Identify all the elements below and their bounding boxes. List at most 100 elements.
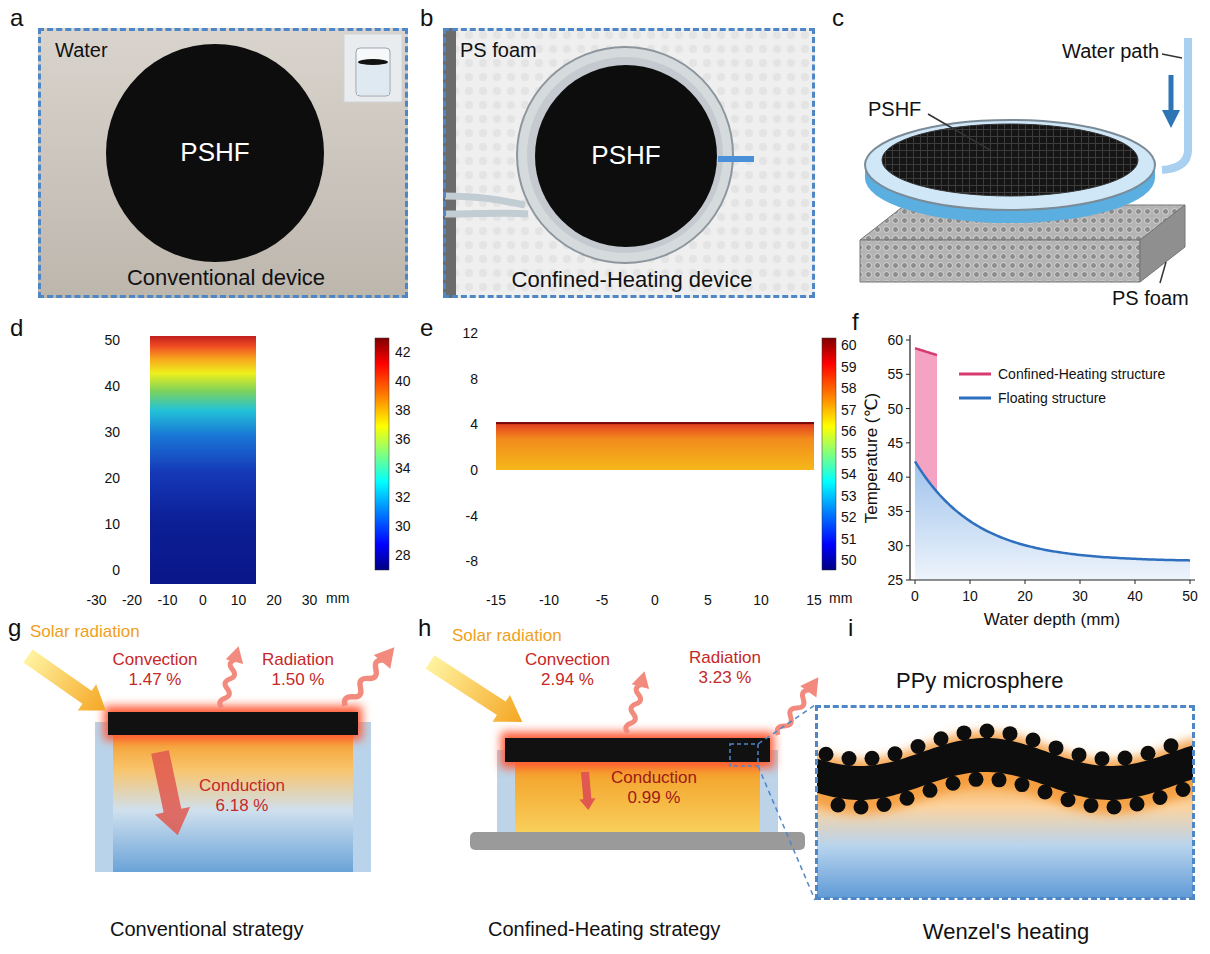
tick-mark xyxy=(1025,580,1026,584)
colorbar-label: 60 xyxy=(841,337,857,353)
flux-label: Convection 2.94 % xyxy=(520,650,615,689)
panel-caption: Confined-Heating device xyxy=(512,267,753,292)
ppy-microsphere xyxy=(1095,751,1110,766)
tick-mark xyxy=(906,442,910,443)
panel-caption: Conventional device xyxy=(127,265,325,290)
radiation-arrow xyxy=(342,657,387,708)
panel-note: Water xyxy=(55,39,108,62)
radiation-arrow xyxy=(374,640,403,669)
photo-conventional xyxy=(38,28,408,298)
convection-arrow xyxy=(213,644,247,710)
ppy-microsphere xyxy=(1026,732,1041,747)
solar-arrow xyxy=(19,643,115,724)
zoom-frame: PPy microsphereWenzel's heating xyxy=(815,705,1195,900)
solar-arrow xyxy=(421,649,531,736)
temperature-chart xyxy=(906,335,1195,584)
absorber-disk: PSHF xyxy=(105,43,325,263)
photo-conventional xyxy=(356,48,390,96)
conventional-strategy-sketch xyxy=(113,735,353,872)
legend-item: Floating structure xyxy=(958,390,1106,406)
tick-label: 60 xyxy=(887,332,903,348)
panel-letter: d xyxy=(10,314,23,342)
device-schematic xyxy=(1162,110,1180,128)
colorbar-label: 36 xyxy=(395,431,411,447)
colorbar-label: 54 xyxy=(841,466,857,482)
part-label: PS foam xyxy=(1112,287,1189,310)
photo-confined xyxy=(443,28,815,298)
ppy-microsphere xyxy=(969,772,984,787)
tick-label: 45 xyxy=(887,435,903,451)
photo-confined xyxy=(517,47,733,263)
tick-label: -20 xyxy=(122,592,142,608)
tick-mark xyxy=(1135,580,1136,584)
zoom-line xyxy=(758,766,815,900)
ppy-microsphere xyxy=(923,783,938,798)
convection-arrow xyxy=(226,644,248,664)
flux-label: Radiation 1.50 % xyxy=(256,650,340,689)
panel-letter: i xyxy=(848,614,853,642)
colorbar-label: 42 xyxy=(395,344,411,360)
tick-label: 30 xyxy=(104,424,120,440)
tick-label: 20 xyxy=(104,470,120,486)
confined-curve xyxy=(915,348,937,355)
tick-mark xyxy=(906,511,910,512)
colorbar-label: 55 xyxy=(841,444,857,460)
part-label: PSHF xyxy=(868,98,921,121)
tick-label: 40 xyxy=(1127,588,1143,604)
device-schematic xyxy=(1162,38,1188,170)
ppy-microsphere xyxy=(1084,798,1099,813)
photo-confined xyxy=(443,28,815,298)
tick-label: -10 xyxy=(539,592,559,608)
flux-label: Conduction 6.18 % xyxy=(192,776,292,815)
ppy-microsphere xyxy=(1164,738,1179,753)
ppy-microsphere xyxy=(1072,747,1087,762)
flux-label: Conduction 0.99 % xyxy=(604,768,704,807)
tick-mark xyxy=(1080,580,1081,584)
colorbar-label: 30 xyxy=(395,518,411,534)
tick-label: 10 xyxy=(962,588,978,604)
flux-label: Convection 1.47 % xyxy=(110,650,200,689)
tick-mark xyxy=(906,477,910,478)
tick-label: 25 xyxy=(887,572,903,588)
conduction-arrow xyxy=(577,771,596,811)
panel-letter: f xyxy=(852,308,859,336)
confined-strategy-sketch xyxy=(470,832,805,850)
colorbar-label: 56 xyxy=(841,423,857,439)
panel-letter: h xyxy=(418,614,431,642)
conduction-arrow xyxy=(142,748,195,839)
tick-label: 10 xyxy=(231,592,247,608)
wenzel-heating-sketch xyxy=(817,707,1193,898)
panel-letter: a xyxy=(10,4,23,32)
tick-mark xyxy=(1190,580,1191,584)
solar-arrow xyxy=(421,649,531,736)
tick-label: 10 xyxy=(753,592,769,608)
conduction-arrow xyxy=(577,771,596,811)
legend-text: Floating structure xyxy=(998,390,1106,406)
tick-label: -5 xyxy=(596,592,608,608)
colorbar-label: 52 xyxy=(841,509,857,525)
ppy-microsphere xyxy=(842,751,857,766)
ppy-microsphere xyxy=(1049,740,1064,755)
legend-line-sample xyxy=(958,393,992,403)
panel-caption: Conventional strategy xyxy=(110,918,303,941)
disk-fill xyxy=(106,44,324,262)
ppy-microsphere xyxy=(854,799,869,814)
legend-text: Confined-Heating structure xyxy=(998,366,1165,382)
tick-label: 0 xyxy=(112,562,120,578)
ppy-microsphere xyxy=(819,747,834,762)
heat-map-confined xyxy=(496,422,814,470)
photo-conventional xyxy=(344,34,402,102)
tick-label: 20 xyxy=(1017,588,1033,604)
panel-letter: c xyxy=(832,4,844,32)
tick-label: 0 xyxy=(470,462,478,478)
panel-caption: Wenzel's heating xyxy=(923,919,1089,944)
leader-line xyxy=(1162,54,1182,58)
unit-label: mm xyxy=(326,590,349,606)
panel-letter: b xyxy=(420,4,433,32)
tick-mark xyxy=(906,545,910,546)
tick-label: 12 xyxy=(462,325,478,341)
convection-arrow xyxy=(625,684,645,734)
ppy-microsphere xyxy=(934,731,949,746)
y-axis xyxy=(909,335,910,580)
